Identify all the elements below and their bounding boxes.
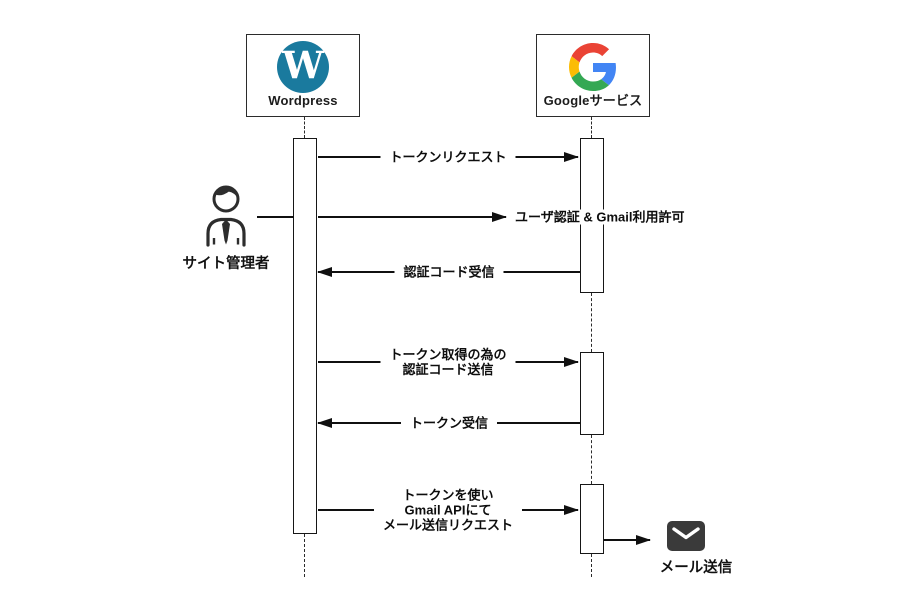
message-token-code-send: トークン取得の為の認証コード送信 <box>318 347 579 377</box>
google-actor-label: Googleサービス <box>543 93 643 108</box>
arrowhead-left-icon <box>317 418 332 428</box>
site-admin-label: サイト管理者 <box>182 256 270 272</box>
site-admin-actor <box>196 183 256 247</box>
message-token-request: トークンリクエスト <box>318 149 579 165</box>
message-mail-send-line <box>604 535 651 545</box>
wordpress-actor-label: Wordpress <box>268 93 338 108</box>
wordpress-logo-letter: W <box>282 43 324 87</box>
wordpress-logo-icon: W <box>277 41 329 93</box>
arrowhead-right-icon <box>564 152 579 162</box>
google-lifeline-top <box>591 117 592 138</box>
arrowhead-right-icon <box>492 212 507 222</box>
google-lifeline-mid1 <box>591 293 592 352</box>
arrowhead-right-icon <box>636 535 651 545</box>
google-actor-box: Googleサービス <box>536 34 650 117</box>
google-activation-bar-3 <box>580 484 604 554</box>
google-activation-bar-2 <box>580 352 604 435</box>
message-user-auth <box>318 212 507 222</box>
wordpress-lifeline-top <box>304 117 305 138</box>
person-icon <box>206 185 246 247</box>
google-logo-icon <box>569 43 616 91</box>
mail-send-label: メール送信 <box>659 560 733 576</box>
wordpress-activation-bar <box>293 138 317 534</box>
message-token-code-send-label: トークン取得の為の認証コード送信 <box>380 347 516 377</box>
message-auth-code-receive: 認証コード受信 <box>317 264 580 280</box>
message-token-request-label: トークンリクエスト <box>380 149 516 165</box>
arrowhead-right-icon <box>564 357 579 367</box>
google-lifeline-bottom <box>591 554 592 577</box>
message-token-receive: トークン受信 <box>317 415 580 431</box>
arrowhead-right-icon <box>564 505 579 515</box>
arrowhead-left-icon <box>317 267 332 277</box>
wordpress-actor-box: W Wordpress <box>246 34 360 117</box>
admin-to-wordpress-line <box>257 215 294 219</box>
wordpress-lifeline-bottom <box>304 534 305 577</box>
message-user-auth-label: ユーザ認証 & Gmail利用許可 <box>511 209 689 225</box>
google-lifeline-mid2 <box>591 435 592 484</box>
mail-envelope-icon <box>667 521 705 551</box>
message-token-receive-label: トークン受信 <box>400 415 498 431</box>
message-auth-code-receive-label: 認証コード受信 <box>394 264 504 280</box>
